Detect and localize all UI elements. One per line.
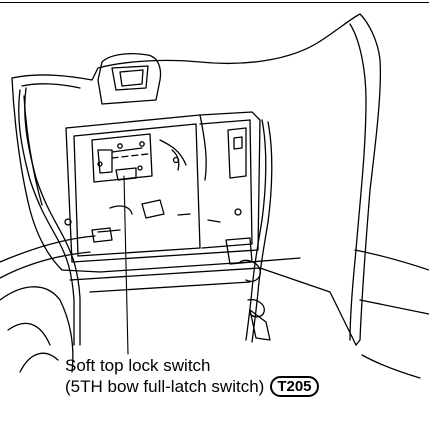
panel-detail-parts	[97, 156, 221, 233]
callout-leader-line	[123, 175, 129, 355]
left-cable-harness	[18, 87, 113, 346]
callout-line-2: (5TH bow full-latch switch) T205	[65, 376, 319, 397]
callout-line-1: Soft top lock switch	[65, 356, 211, 375]
right-cable-harness	[239, 119, 273, 343]
diagram-code-badge: T205	[270, 376, 319, 397]
soft-top-fabric	[0, 286, 74, 373]
lid-outer-shell	[11, 13, 382, 346]
top-rule	[0, 2, 429, 3]
callout-label: Soft top lock switch (5TH bow full-latch…	[65, 355, 319, 397]
lid-handle	[97, 53, 162, 105]
trunk-body-lines	[0, 235, 429, 379]
soft-top-lock-switch	[91, 133, 153, 183]
right-bracket	[225, 127, 253, 265]
inner-panel	[65, 111, 261, 263]
callout-line-2-text: (5TH bow full-latch switch)	[65, 377, 265, 396]
